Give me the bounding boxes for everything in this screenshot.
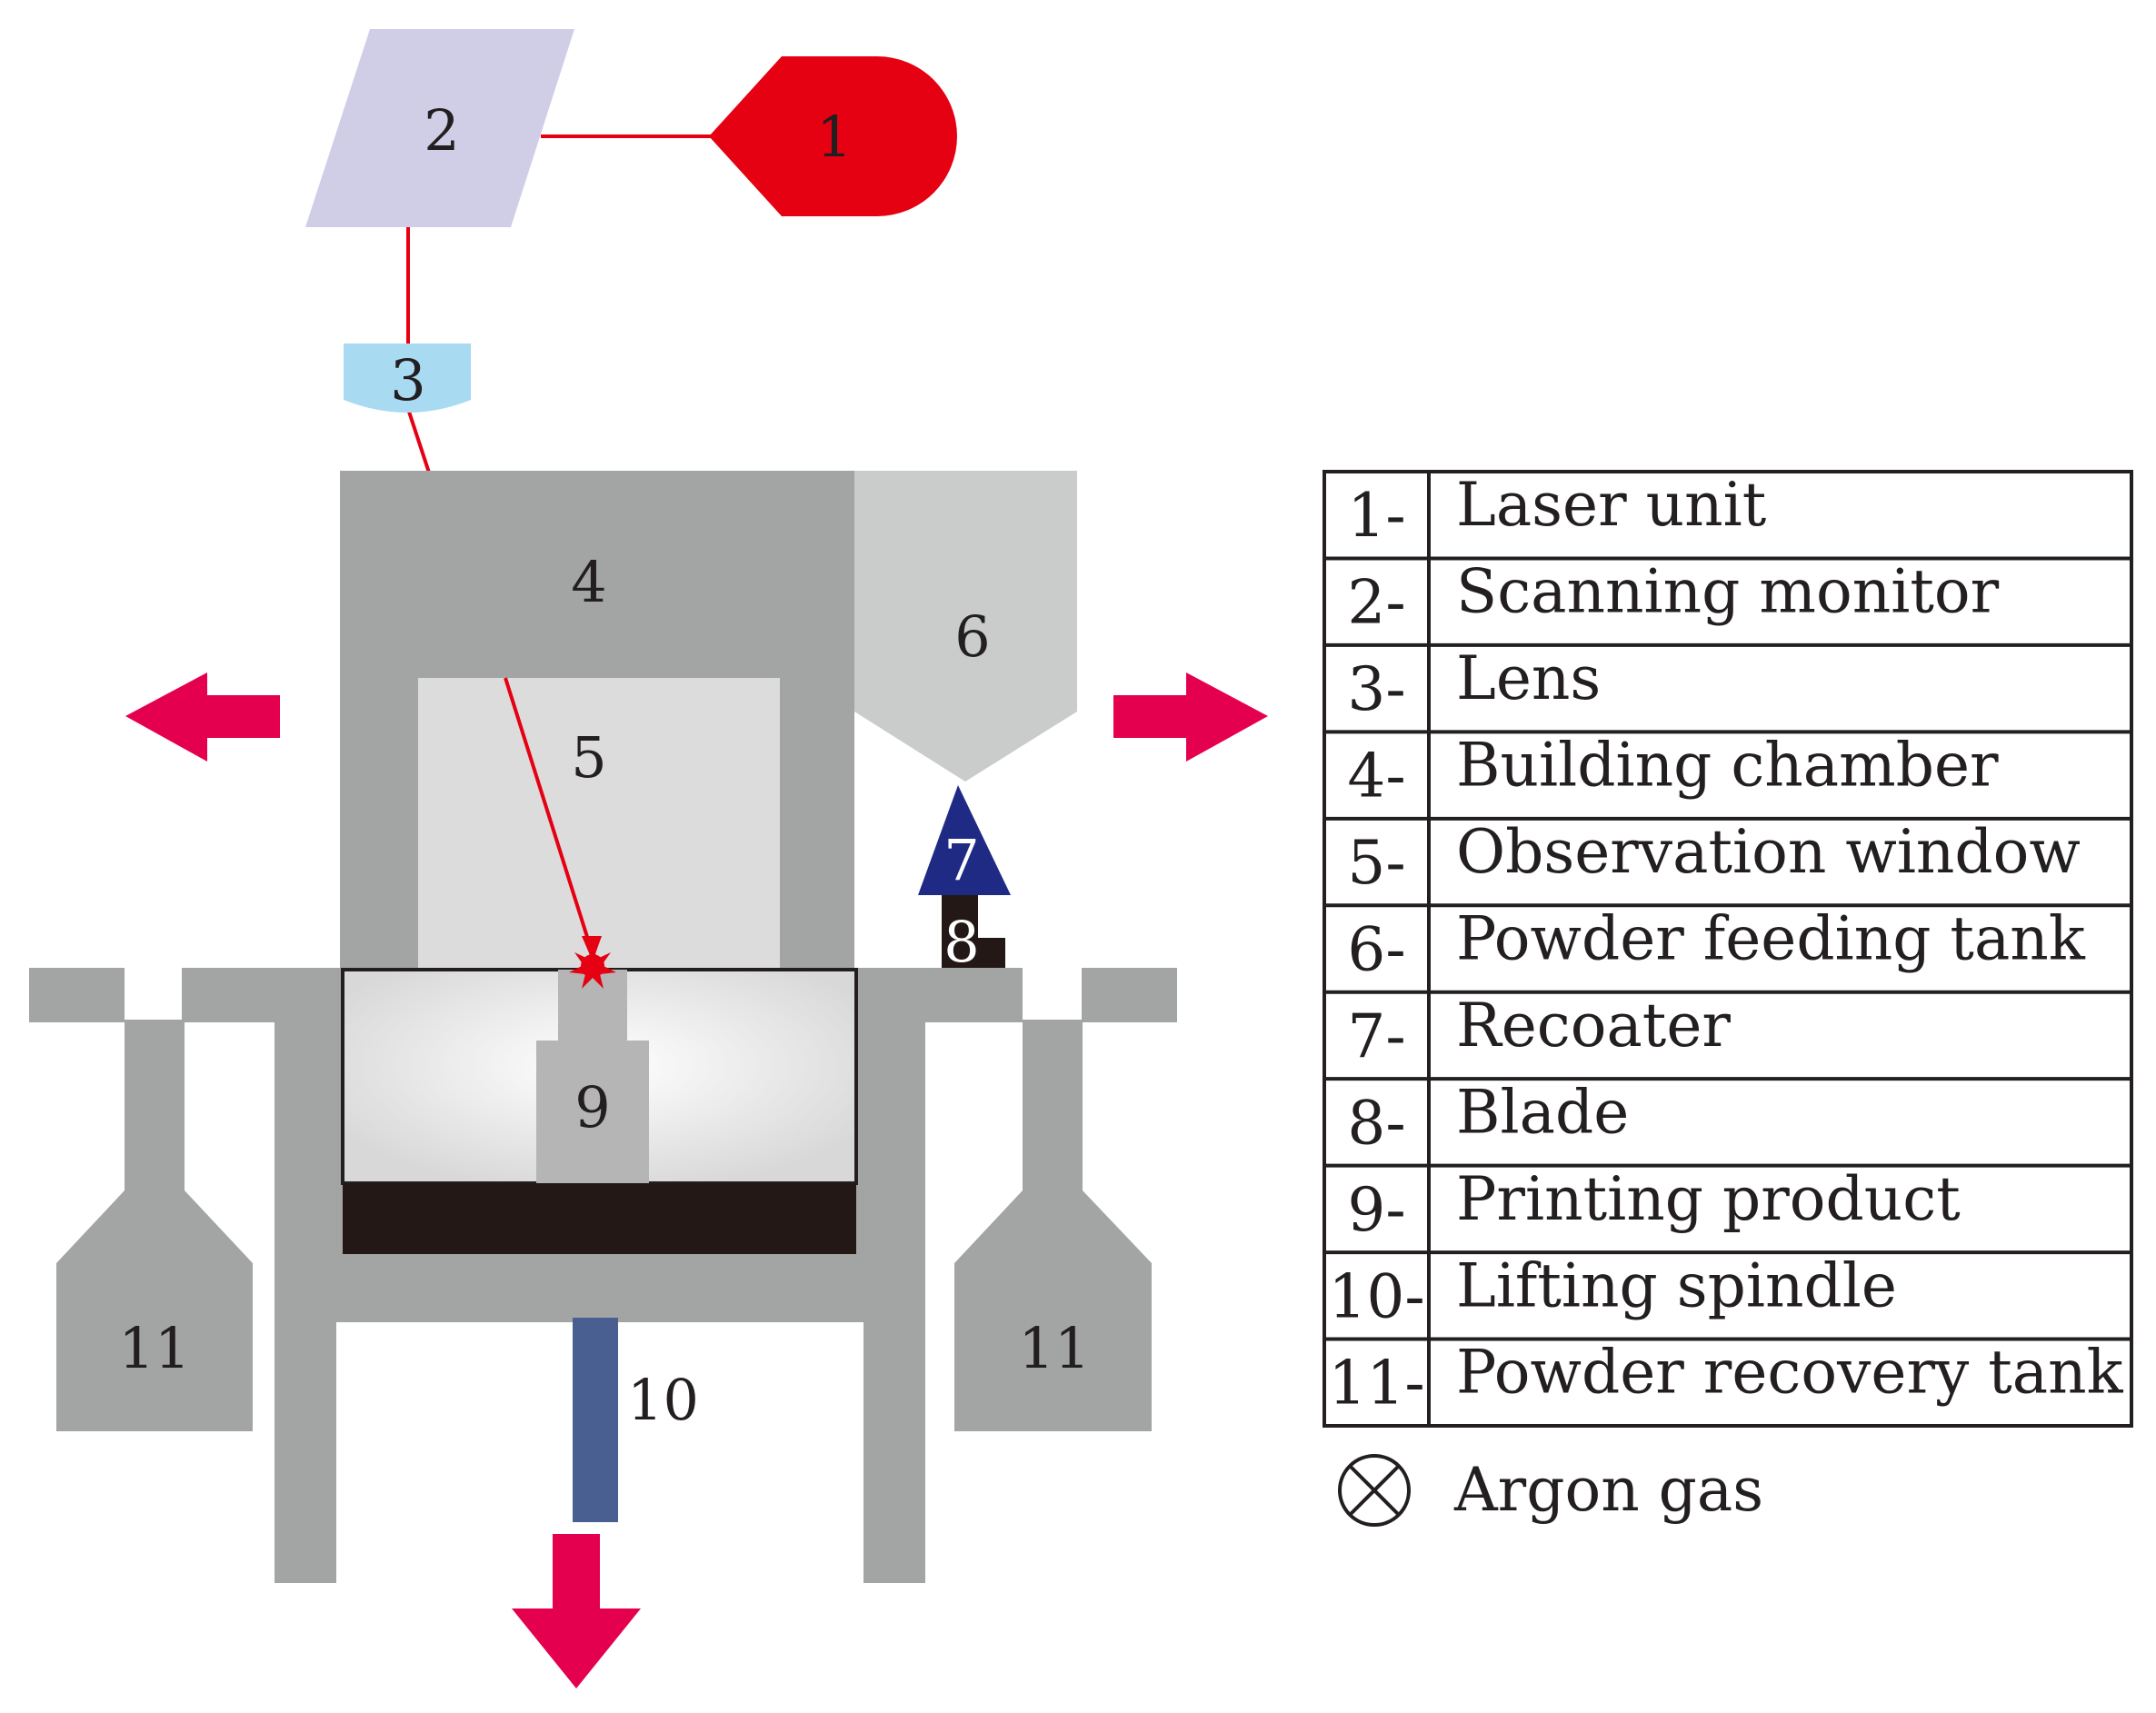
- powder-feeding-tank: 6: [854, 471, 1077, 782]
- legend-item-number: 1-: [1347, 481, 1405, 551]
- legend-item-label: Observation window: [1456, 817, 2081, 887]
- recoater: 7: [918, 785, 1011, 895]
- legend-item-label: Scanning monitor: [1456, 557, 2000, 627]
- lifting-spindle: 10: [573, 1318, 699, 1522]
- printing-product-number: 9: [574, 1074, 610, 1140]
- legend-argon-gas: Argon gas: [1338, 1454, 1763, 1527]
- powder-recovery-tank-right-number: 11: [1019, 1315, 1091, 1381]
- legend-item-number: 11-: [1328, 1349, 1424, 1419]
- legend-item-label: Building chamber: [1456, 731, 1999, 801]
- legend-rows: 1- Laser unit 2- Scanning monitor 3- Lens 4- Bu…: [1324, 470, 2131, 1419]
- circled-x-icon: [1338, 1454, 1411, 1527]
- beam-to-melt-pool: [504, 677, 594, 955]
- recoater-number: 7: [943, 827, 979, 893]
- legend-item-label: Printing product: [1456, 1164, 1961, 1234]
- legend-table: 1- Laser unit 2- Scanning monitor 3- Lens 4- Bu…: [1323, 470, 2133, 1428]
- legend-item-number: 9-: [1347, 1175, 1405, 1245]
- powder-recovery-tank-left-number: 11: [119, 1315, 191, 1381]
- legend-item-number: 10-: [1328, 1261, 1424, 1331]
- lens: 3: [344, 344, 471, 413]
- lens-number: 3: [390, 347, 425, 413]
- legend-item-label: Laser unit: [1456, 470, 1766, 540]
- lifting-spindle-number: 10: [627, 1367, 699, 1433]
- legend-item-label: Lens: [1456, 643, 1601, 713]
- legend-item-label: Powder feeding tank: [1456, 903, 2086, 973]
- scanning-monitor: 2: [305, 29, 574, 227]
- blade: 8: [942, 895, 1005, 975]
- laser-unit: 1: [709, 56, 957, 216]
- laser-unit-number: 1: [816, 104, 852, 170]
- beam-lens-to-chamber: [406, 408, 431, 473]
- gas-outflow-left-arrow-icon: [125, 672, 280, 762]
- blade-number: 8: [943, 909, 979, 975]
- gas-outflow-down-arrow-icon: [512, 1534, 641, 1688]
- powder-feeding-tank-number: 6: [954, 603, 990, 670]
- powder-recovery-tank-left: 11: [56, 1020, 253, 1431]
- argon-gas-label: Argon gas: [1453, 1455, 1763, 1525]
- legend-item-number: 3-: [1347, 654, 1405, 724]
- observation-window: 5: [418, 678, 780, 969]
- legend-item-number: 2-: [1347, 568, 1405, 638]
- gas-outflow-right-arrow-icon: [1113, 672, 1268, 762]
- legend-item-number: 6-: [1347, 914, 1405, 984]
- legend-item-label: Recoater: [1456, 991, 1731, 1061]
- legend-item-label: Lifting spindle: [1456, 1250, 1897, 1320]
- melt-pool-spark-icon: [569, 945, 616, 989]
- observation-window-number: 5: [571, 724, 606, 791]
- printing-product: 9: [536, 970, 649, 1183]
- legend-item-label: Powder recovery tank: [1456, 1338, 2124, 1408]
- legend-item-number: 5-: [1347, 828, 1405, 898]
- legend-item-number: 7-: [1347, 1001, 1405, 1071]
- building-chamber-number: 4: [571, 549, 606, 615]
- legend-item-number: 4-: [1347, 742, 1405, 812]
- powder-recovery-tank-right: 11: [954, 1020, 1152, 1431]
- legend-item-label: Blade: [1456, 1077, 1629, 1147]
- legend-item-number: 8-: [1347, 1088, 1405, 1158]
- scanning-monitor-number: 2: [424, 97, 459, 164]
